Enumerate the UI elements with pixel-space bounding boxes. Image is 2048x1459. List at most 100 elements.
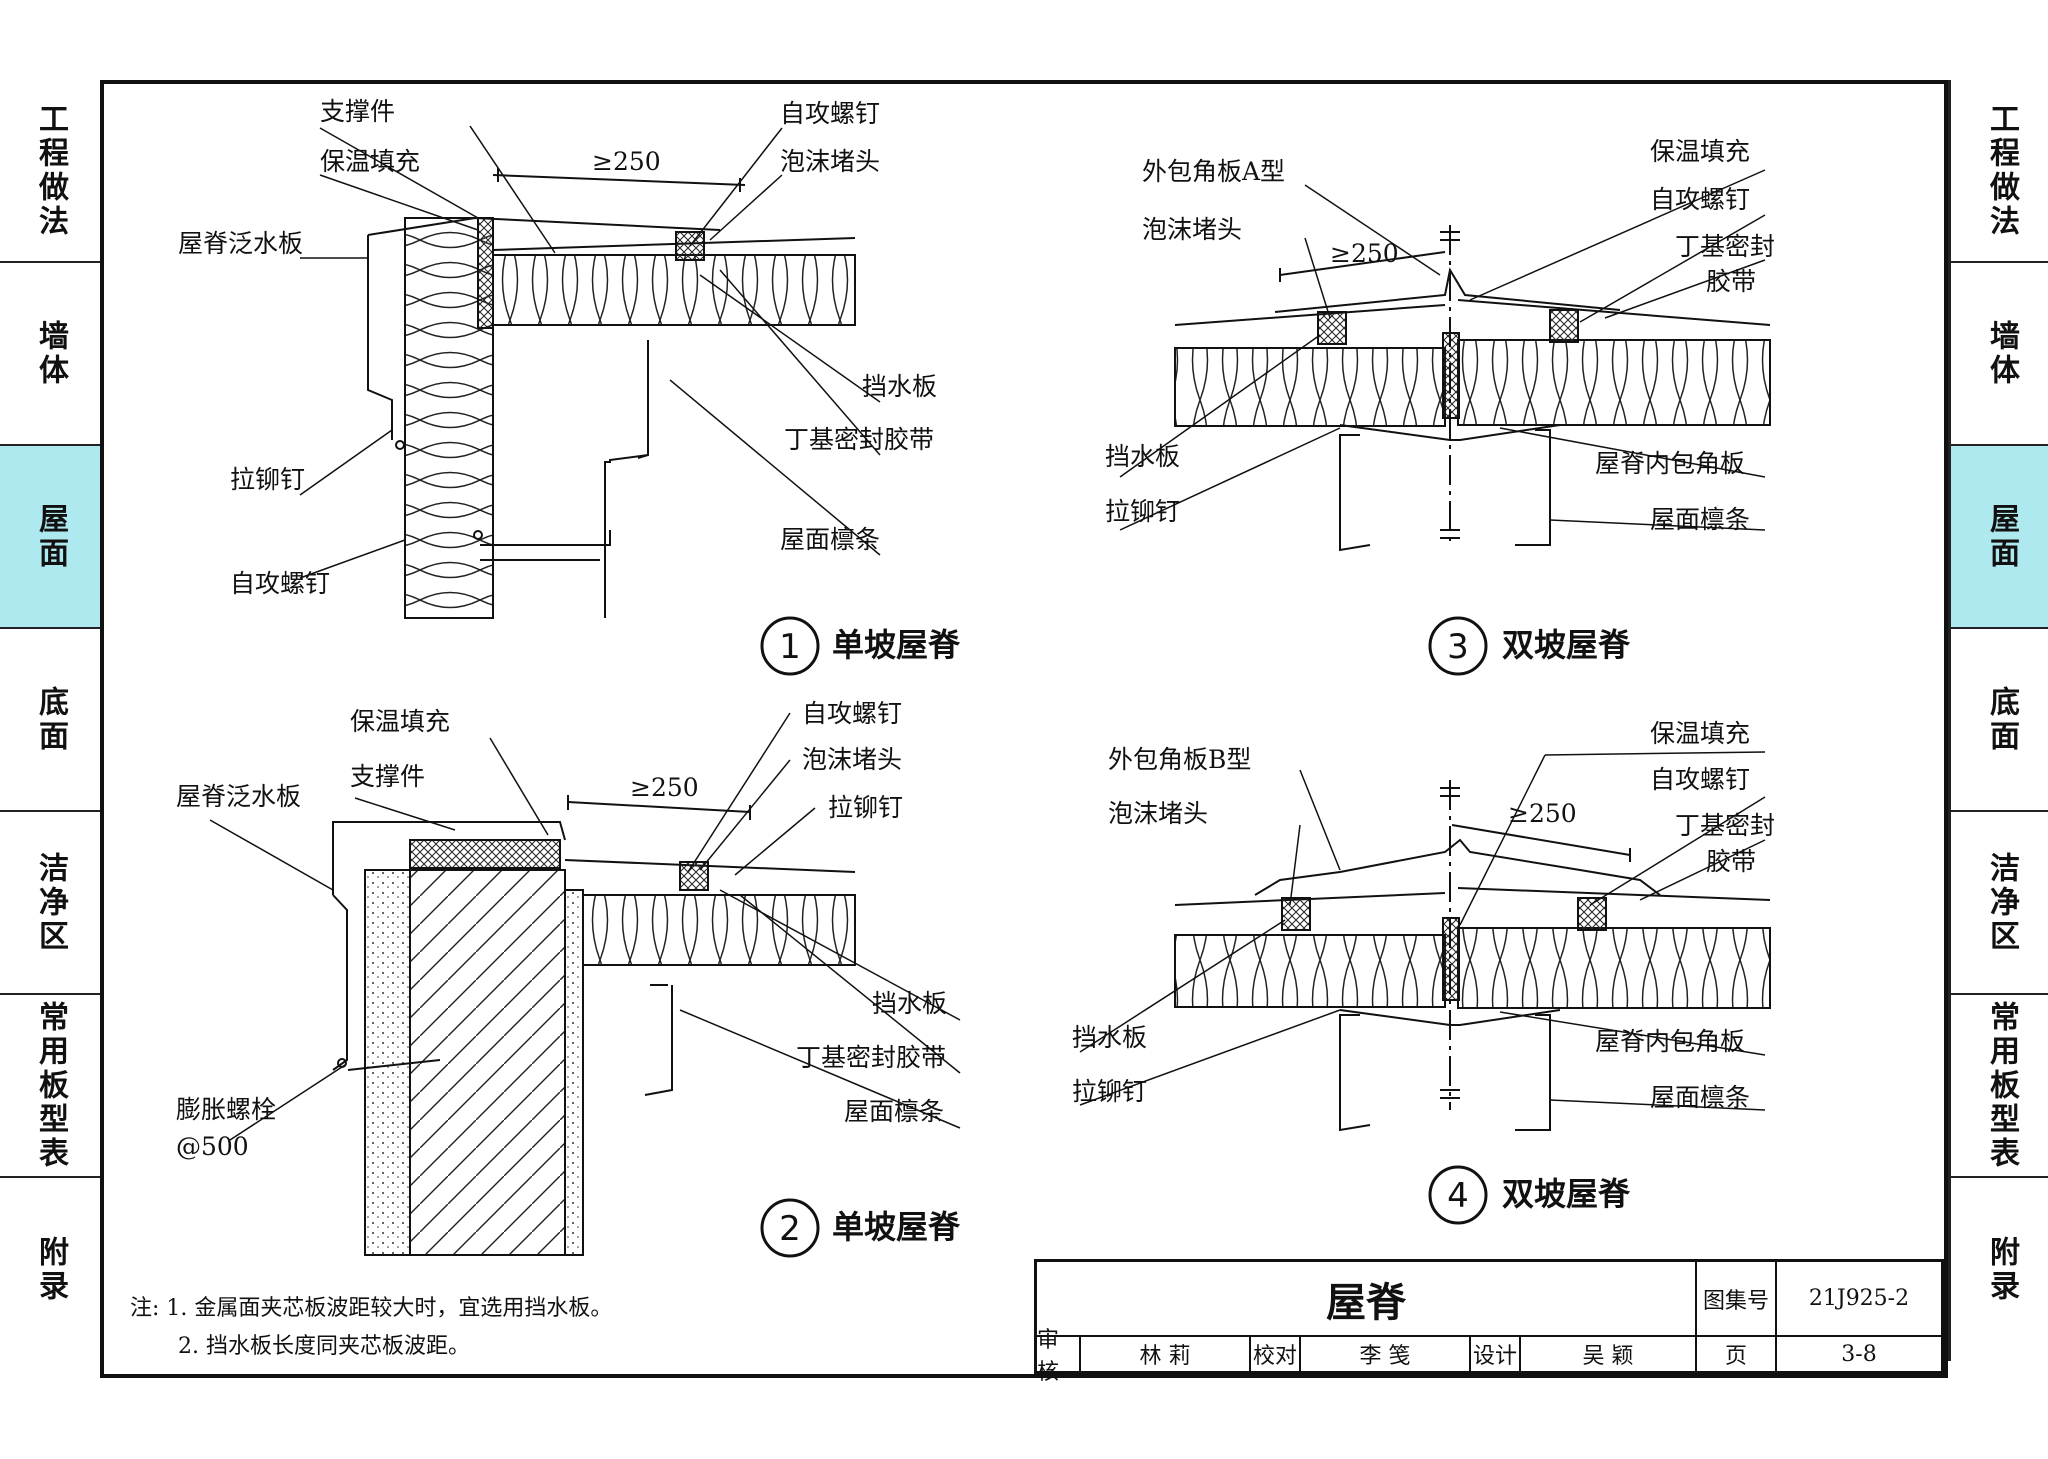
detail-title: 单坡屋脊	[832, 626, 961, 664]
detail-title: 双坡屋脊	[1502, 626, 1631, 664]
label-screw: 自攻螺钉	[230, 569, 330, 598]
sidebar-label: 洁净区	[1984, 851, 2019, 954]
sidebar-item-wall[interactable]: 墙体	[0, 263, 100, 446]
label-water-stop: 挡水板	[872, 989, 947, 1018]
sidebar-label: 常用板型表	[33, 1000, 68, 1171]
sidebar-label: 附录	[33, 1235, 68, 1304]
detail-number-circle	[1428, 1165, 1488, 1225]
check-label: 校对	[1251, 1337, 1301, 1371]
sidebar-item-clean-area[interactable]: 洁净区	[1951, 812, 2048, 995]
label-anchor-spacing: @500	[176, 1132, 249, 1161]
label-rivet: 拉铆钉	[1072, 1077, 1147, 1106]
roof-panel-left	[1174, 347, 1446, 427]
label-water-stop: 挡水板	[862, 372, 937, 401]
notes-prefix: 注:	[130, 1296, 160, 1321]
label-water-stop: 挡水板	[1072, 1023, 1147, 1052]
label-purlin: 屋面檩条	[1650, 1083, 1750, 1112]
label-insulation: 保温填充	[1650, 137, 1750, 166]
sidebar-label: 工程做法	[33, 102, 68, 239]
sidebar-item-engineering[interactable]: 工程做法	[0, 80, 100, 263]
roof-panel-right	[1457, 927, 1771, 1009]
label-purlin: 屋面檩条	[1650, 505, 1750, 534]
atlas-label: 图集号	[1697, 1262, 1777, 1337]
sidebar-item-roof[interactable]: 屋面	[1951, 446, 2048, 629]
sidebar-item-bottom[interactable]: 底面	[1951, 629, 2048, 812]
detail-number: 4	[1447, 1176, 1469, 1216]
detail-number-circle	[1428, 616, 1488, 676]
detail-title: 单坡屋脊	[832, 1208, 961, 1246]
label-insulation: 保温填充	[320, 147, 420, 176]
sidebar-label: 屋面	[1984, 502, 2019, 571]
sidebar-item-wall[interactable]: 墙体	[1951, 263, 2048, 446]
label-outer-corner-a: 外包角板A型	[1142, 157, 1285, 186]
reviewer-name: 林 莉	[1081, 1337, 1251, 1371]
label-purlin: 屋面檩条	[780, 525, 880, 554]
atlas-number: 21J925-2	[1777, 1262, 1941, 1337]
label-outer-corner-b: 外包角板B型	[1108, 745, 1251, 774]
label-butyl-tape: 丁基密封胶带	[784, 425, 934, 454]
insulation-fill	[409, 839, 561, 869]
label-inner-corner: 屋脊内包角板	[1595, 449, 1745, 478]
review-label: 审核	[1037, 1328, 1081, 1385]
label-butyl-tape: 丁基密封	[1675, 811, 1775, 840]
detail-2	[209, 712, 961, 1256]
sidebar-label: 洁净区	[33, 851, 68, 954]
label-flashing: 屋脊泛水板	[176, 782, 301, 811]
label-purlin: 屋面檩条	[844, 1097, 944, 1126]
roof-panel-right	[1457, 339, 1771, 426]
detail-number: 2	[779, 1209, 801, 1249]
sidebar-label: 附录	[1984, 1235, 2019, 1304]
detail-3	[1119, 169, 1771, 552]
sidebar-item-roof[interactable]: 屋面	[0, 446, 100, 629]
label-screw: 自攻螺钉	[802, 699, 902, 728]
sidebar-item-panel-table[interactable]: 常用板型表	[1951, 995, 2048, 1178]
label-screw: 自攻螺钉	[780, 99, 880, 128]
detail-number-circle	[760, 616, 820, 676]
label-foam: 泡沫堵头	[1142, 215, 1242, 244]
detail-title: 双坡屋脊	[1502, 1175, 1631, 1213]
label-butyl-tape: 胶带	[1706, 847, 1756, 876]
drawing-title: 屋脊	[1037, 1262, 1697, 1337]
sidebar-item-engineering[interactable]: 工程做法	[1951, 80, 2048, 263]
sidebar-item-panel-table[interactable]: 常用板型表	[0, 995, 100, 1178]
label-water-stop: 挡水板	[1105, 442, 1180, 471]
left-sidebar: 工程做法 墙体 屋面 底面 洁净区 常用板型表 附录	[0, 80, 103, 1361]
sidebar-label: 墙体	[33, 319, 68, 388]
label-support: 支撑件	[320, 97, 395, 126]
label-butyl-tape: 胶带	[1706, 267, 1756, 296]
page-number: 3-8	[1841, 1341, 1877, 1367]
plaster-layer	[364, 869, 411, 1256]
sidebar-item-clean-area[interactable]: 洁净区	[0, 812, 100, 995]
roof-panel	[582, 894, 856, 966]
note-text: 2. 挡水板长度同夹芯板波距。	[178, 1334, 470, 1359]
sidebar-label: 常用板型表	[1984, 1000, 2019, 1171]
drawing-notes: 注: 1. 金属面夹芯板波距较大时，宜选用挡水板。 2. 挡水板长度同夹芯板波距…	[130, 1290, 612, 1366]
design-label: 设计	[1471, 1337, 1521, 1371]
note-text: 1. 金属面夹芯板波距较大时，宜选用挡水板。	[166, 1296, 613, 1321]
sidebar-item-bottom[interactable]: 底面	[0, 629, 100, 812]
dimension-label: ≥250	[630, 773, 699, 802]
sidebar-label: 屋面	[33, 502, 68, 571]
foam-plug	[1577, 897, 1607, 931]
page-label: 页	[1697, 1337, 1777, 1371]
foam-plug	[1549, 309, 1579, 343]
sidebar-item-appendix[interactable]: 附录	[0, 1178, 100, 1361]
drawing-frame	[100, 80, 1948, 1378]
sidebar-item-appendix[interactable]: 附录	[1951, 1178, 2048, 1361]
label-anchor: 膨胀螺栓	[176, 1095, 276, 1124]
label-insulation: 保温填充	[1650, 719, 1750, 748]
label-foam: 泡沫堵头	[780, 147, 880, 176]
detail-number: 3	[1447, 627, 1469, 667]
sidebar-label: 底面	[33, 685, 68, 754]
label-butyl-tape: 丁基密封胶带	[796, 1043, 946, 1072]
checker-name: 李 笺	[1301, 1337, 1471, 1371]
detail-4	[1079, 751, 1771, 1132]
designer-name: 吴 颖	[1521, 1337, 1697, 1371]
detail-number: 1	[779, 627, 801, 667]
label-rivet: 拉铆钉	[230, 465, 305, 494]
label-support: 支撑件	[350, 762, 425, 791]
label-foam: 泡沫堵头	[802, 745, 902, 774]
concrete-wall	[409, 869, 566, 1256]
right-sidebar: 工程做法 墙体 屋面 底面 洁净区 常用板型表 附录	[1948, 80, 2048, 1361]
